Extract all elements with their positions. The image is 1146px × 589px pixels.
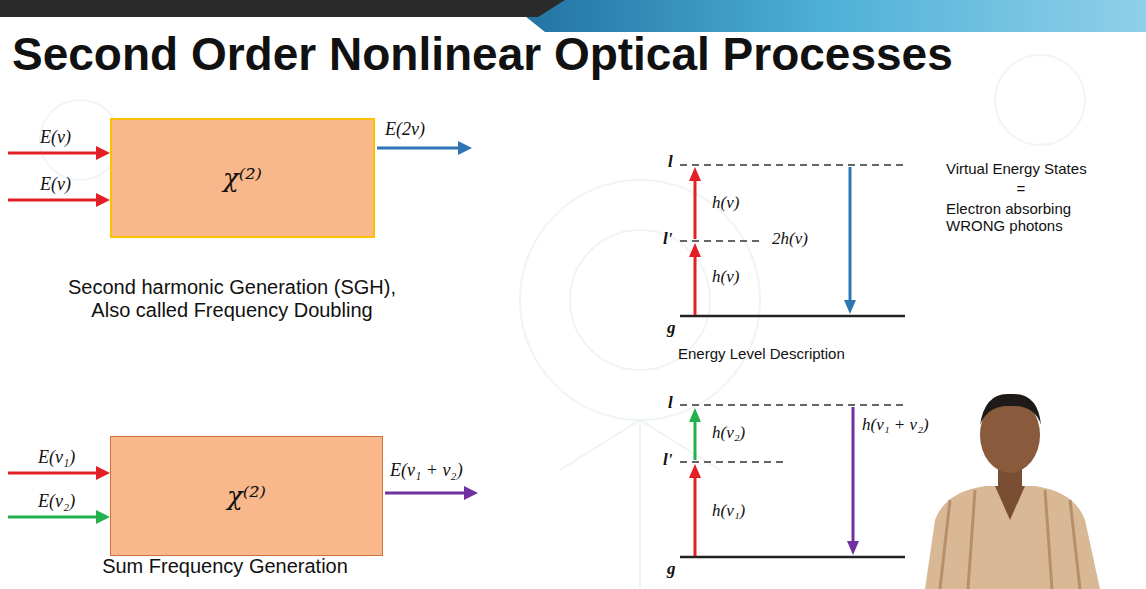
photon-energy: h(ν₁)	[712, 501, 745, 521]
field-label: E(ν₂)	[38, 491, 75, 512]
photon-energy: 2h(ν)	[772, 229, 808, 249]
energy-levels	[680, 165, 905, 316]
header-bar	[0, 0, 565, 17]
watermark-icons	[40, 55, 1085, 589]
photon-energy: h(ν₂)	[712, 423, 745, 443]
diagram-caption: Energy Level Description	[678, 345, 845, 362]
photon-energy: h(ν)	[712, 267, 739, 287]
level-name: g	[667, 318, 676, 338]
side-note: Electron absorbing WRONG photons	[946, 200, 1096, 235]
level-name: l	[668, 152, 673, 172]
process-caption: Second harmonic Generation (SGH), Also c…	[52, 276, 412, 322]
header-bar	[505, 0, 1146, 32]
field-label: E(ν₁ + ν₂)	[390, 460, 463, 481]
photon-energy: h(ν)	[712, 193, 739, 213]
photon-energy: h(ν₁ + ν₂)	[862, 415, 929, 435]
level-name: g	[667, 559, 676, 579]
side-note: =	[946, 180, 1096, 197]
field-label: E(ν)	[40, 127, 71, 148]
process-caption: Sum Frequency Generation	[25, 555, 425, 578]
field-label: E(ν)	[40, 174, 71, 195]
level-name: l'	[663, 450, 672, 470]
susceptibility-symbol: χ⁽²⁾	[227, 481, 266, 511]
susceptibility-symbol: χ⁽²⁾	[223, 163, 262, 193]
field-label: E(2ν)	[385, 119, 425, 140]
nonlinear-crystal-box: χ⁽²⁾	[110, 118, 375, 238]
level-name: l	[668, 393, 673, 413]
side-note: Virtual Energy States	[946, 160, 1121, 177]
field-label: E(ν₁)	[38, 447, 75, 468]
presenter-figure	[925, 394, 1100, 589]
nonlinear-crystal-box: χ⁽²⁾	[110, 436, 383, 556]
slide-title: Second Order Nonlinear Optical Processes	[12, 28, 953, 81]
level-name: l'	[663, 229, 672, 249]
